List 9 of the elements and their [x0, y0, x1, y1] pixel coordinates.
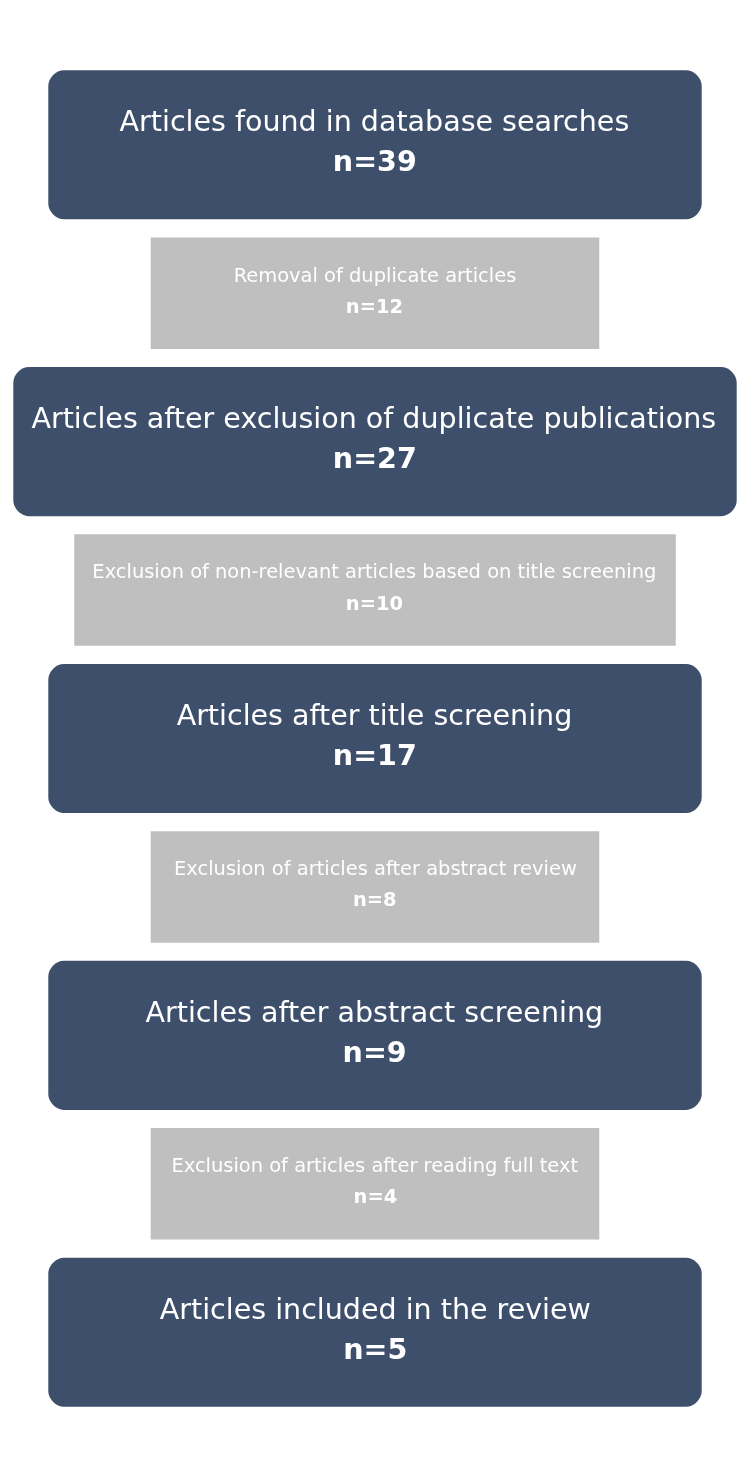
node-box: Articles included in the review n=5 [48, 1257, 702, 1407]
node-box: Articles found in database searches n=39 [48, 69, 702, 219]
node-box: Exclusion of articles after reading full text n=4 [150, 1127, 600, 1240]
node-box: Articles after exclusion of duplicate publications n=27 [13, 366, 737, 516]
node-box: Removal of duplicate articles n=12 [150, 236, 600, 349]
node-box: Articles after abstract screening n=9 [48, 960, 702, 1110]
node-box: Exclusion of non-relevant articles based on title screening n=10 [74, 533, 676, 646]
node-box: Articles after title screening n=17 [48, 663, 702, 813]
node-box: Exclusion of articles after abstract review n=8 [150, 830, 600, 943]
